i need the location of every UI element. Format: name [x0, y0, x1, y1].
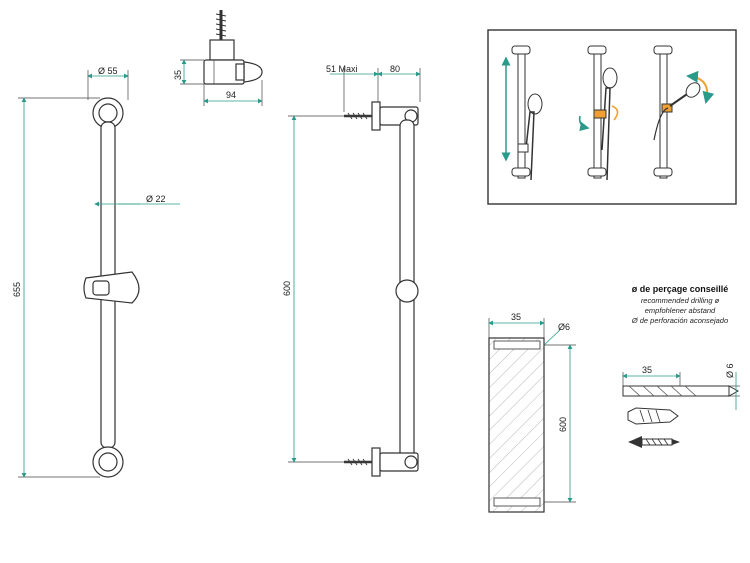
note-line-es: Ø de perforación aconsejado	[631, 316, 728, 325]
dim-side-height: 600	[282, 281, 292, 296]
usage-height-adjust	[501, 45, 543, 181]
dim-bar-diameter: Ø 22	[146, 194, 166, 204]
bracket-view: 35 94	[173, 10, 263, 106]
note-line-en: recommended drilling ø	[641, 296, 720, 305]
fixings: 35 Ø 6	[622, 363, 740, 448]
note-title: ø de perçage conseillé	[632, 284, 729, 294]
dim-top-diameter: Ø 55	[98, 66, 118, 76]
side-bottom-flange	[371, 447, 381, 477]
shower-slider	[83, 271, 140, 304]
wall-plug	[627, 407, 679, 425]
dim-bracket-width: 94	[226, 90, 236, 100]
wall-section: 35 Ø6 600	[488, 312, 576, 513]
dim-drill-length: 35	[642, 365, 652, 375]
drilling-note: ø de perçage conseillé recommended drill…	[631, 284, 728, 325]
dim-side-depth: 80	[390, 64, 400, 74]
usage-swivel-adjust	[653, 45, 715, 179]
dim-side-max: 51 Maxi	[326, 64, 358, 74]
side-slider	[395, 279, 419, 303]
drill-bit	[622, 385, 740, 397]
rotate-arrow-icon	[578, 115, 590, 132]
wall-hatch	[488, 337, 545, 513]
dim-wall-height: 600	[558, 417, 568, 432]
dim-wall-depth: 35	[511, 312, 521, 322]
fixing-screw	[628, 436, 680, 448]
note-line-de: empfohlener abstand	[645, 306, 716, 315]
dim-wall-drill: Ø6	[558, 322, 570, 332]
dim-drill-diameter: Ø 6	[725, 363, 735, 378]
dim-bracket-height: 35	[173, 70, 183, 80]
front-view: Ø 55 Ø 22 655	[12, 66, 180, 478]
side-top-flange	[371, 101, 381, 131]
swivel-arrow-icon	[686, 70, 715, 104]
side-view: 51 Maxi 80 600	[282, 64, 421, 477]
drill-hole-top	[493, 340, 541, 350]
usage-rotate-adjust	[578, 45, 619, 181]
dim-front-height: 655	[12, 282, 22, 297]
usage-panel	[487, 29, 737, 205]
drill-hole-bottom	[493, 497, 541, 507]
